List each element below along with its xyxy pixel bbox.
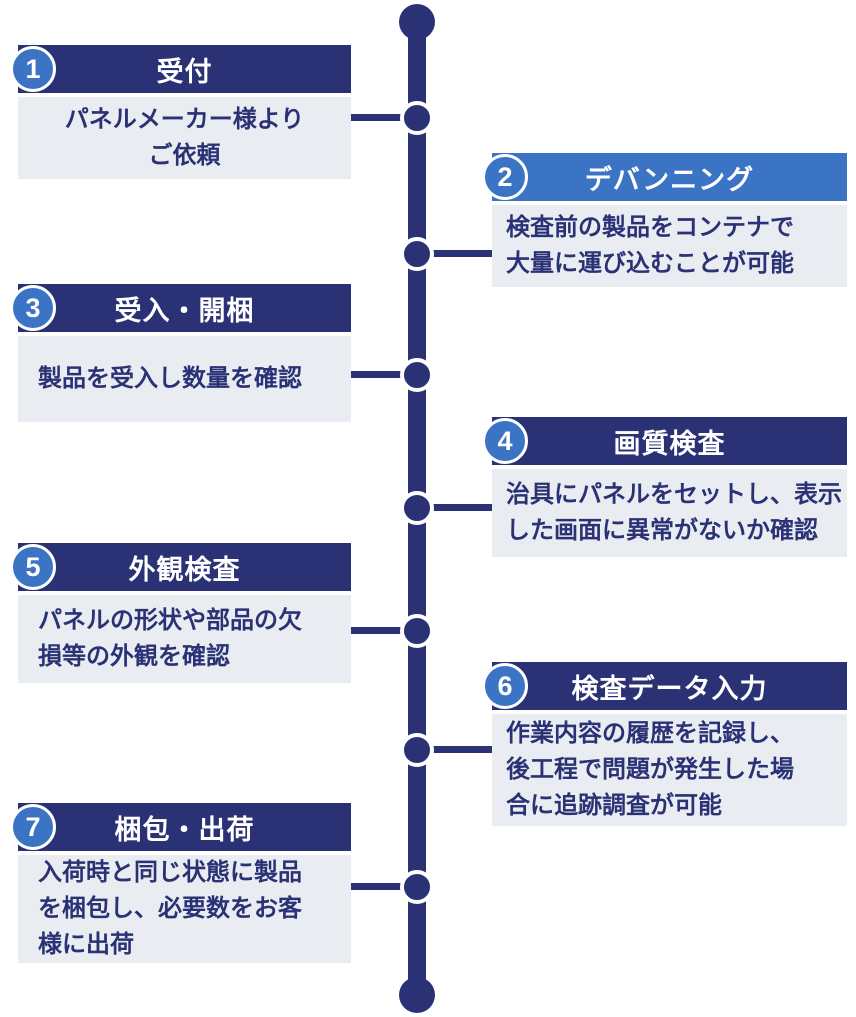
- description-line: 入荷時と同じ状態に製品: [38, 859, 302, 886]
- timeline-node: [400, 733, 434, 767]
- step-title: デバンニング: [584, 164, 755, 195]
- connector-line: [428, 250, 492, 257]
- step-2-devanning: デバンニング 2 検査前の製品をコンテナで 大量に運び込むことが可能: [482, 153, 847, 287]
- step-3-receiving-unpacking: 受入・開梱 3 製品を受入し数量を確認: [10, 284, 351, 422]
- timeline-start-node: [399, 4, 435, 40]
- step-title: 外観検査: [128, 554, 241, 585]
- step-title: 受入・開梱: [114, 295, 255, 326]
- connector-line: [348, 883, 406, 890]
- step-header: 梱包・出荷: [18, 803, 351, 851]
- step-7-packing-shipping: 梱包・出荷 7 入荷時と同じ状態に製品 を梱包し、必要数をお客 様に出荷: [10, 803, 351, 963]
- description-line: ご依頼: [148, 142, 221, 169]
- step-4-image-quality-inspection: 画質検査 4 治具にパネルをセットし、表示 した画面に異常がないか確認: [482, 417, 847, 557]
- timeline-end-node: [399, 977, 435, 1013]
- description-line: 後工程で問題が発生した場: [506, 756, 794, 783]
- connector-line: [348, 371, 406, 378]
- description-line: を梱包し、必要数をお客: [38, 895, 302, 922]
- step-description: パネルの形状や部品の欠 損等の外観を確認: [18, 595, 351, 683]
- description-line: 作業内容の履歴を記録し、: [506, 720, 794, 747]
- step-number: 6: [497, 670, 513, 701]
- step-description: 検査前の製品をコンテナで 大量に運び込むことが可能: [492, 205, 847, 287]
- description-line: 製品を受入し数量を確認: [38, 365, 302, 392]
- timeline-node: [400, 237, 434, 271]
- description-line: パネルの形状や部品の欠: [38, 607, 302, 634]
- description-line: 治具にパネルをセットし、表示: [506, 481, 842, 508]
- step-title: 画質検査: [613, 428, 726, 459]
- connector-line: [348, 627, 406, 634]
- step-6-inspection-data-entry: 検査データ入力 6 作業内容の履歴を記録し、 後工程で問題が発生した場 合に追跡…: [482, 662, 847, 826]
- step-number-badge: 4: [482, 418, 528, 464]
- step-number: 7: [25, 811, 41, 842]
- step-number: 3: [25, 292, 41, 323]
- step-number: 1: [25, 53, 41, 84]
- step-title: 受付: [156, 56, 213, 87]
- description-line: した画面に異常がないか確認: [506, 517, 818, 544]
- step-header: デバンニング: [492, 153, 847, 201]
- step-description: パネルメーカー様より ご依頼: [18, 97, 351, 179]
- step-header: 受付: [18, 45, 351, 93]
- step-header: 外観検査: [18, 543, 351, 591]
- description-line: 損等の外観を確認: [38, 643, 230, 670]
- step-number-badge: 2: [482, 154, 528, 200]
- description-line: 大量に運び込むことが可能: [506, 250, 794, 277]
- step-number: 4: [497, 425, 513, 456]
- step-title: 検査データ入力: [571, 673, 768, 704]
- connector-line: [428, 504, 492, 511]
- step-number-badge: 7: [10, 804, 56, 850]
- step-title: 梱包・出荷: [114, 814, 255, 845]
- step-5-visual-inspection: 外観検査 5 パネルの形状や部品の欠 損等の外観を確認: [10, 543, 351, 683]
- timeline-node: [400, 358, 434, 392]
- step-number-badge: 5: [10, 544, 56, 590]
- step-1-reception: 受付 1 パネルメーカー様より ご依頼: [10, 45, 351, 179]
- description-line: 検査前の製品をコンテナで: [506, 214, 794, 241]
- connector-line: [348, 114, 406, 121]
- step-header: 受入・開梱: [18, 284, 351, 332]
- timeline-node: [400, 491, 434, 525]
- step-header: 画質検査: [492, 417, 847, 465]
- step-description: 入荷時と同じ状態に製品 を梱包し、必要数をお客 様に出荷: [18, 855, 351, 963]
- step-number-badge: 1: [10, 46, 56, 92]
- timeline-node: [400, 614, 434, 648]
- timeline-node: [400, 101, 434, 135]
- description-line: パネルメーカー様より: [64, 106, 305, 133]
- step-number-badge: 6: [482, 663, 528, 709]
- step-number: 2: [497, 161, 513, 192]
- step-number: 5: [25, 551, 41, 582]
- description-line: 合に追跡調査が可能: [506, 792, 722, 819]
- step-description: 製品を受入し数量を確認: [18, 336, 351, 422]
- step-number-badge: 3: [10, 285, 56, 331]
- timeline-node: [400, 870, 434, 904]
- description-line: 様に出荷: [38, 931, 134, 958]
- step-description: 作業内容の履歴を記録し、 後工程で問題が発生した場 合に追跡調査が可能: [492, 714, 847, 826]
- connector-line: [428, 746, 492, 753]
- step-description: 治具にパネルをセットし、表示 した画面に異常がないか確認: [492, 469, 847, 557]
- step-header: 検査データ入力: [492, 662, 847, 710]
